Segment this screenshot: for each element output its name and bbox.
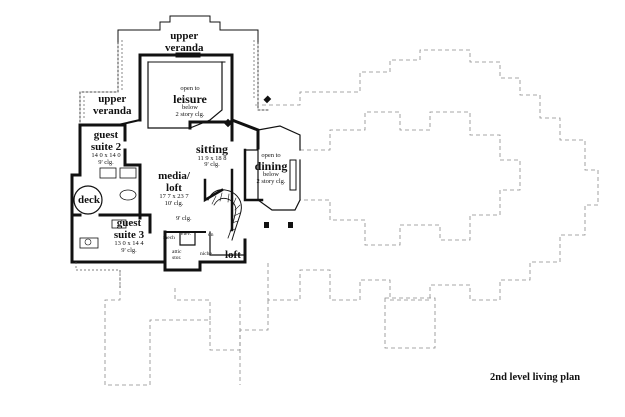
deck-label: deck (78, 194, 100, 207)
guest-suite-2-line1: guest (93, 129, 119, 141)
media-loft-line1: media/ (158, 170, 190, 182)
dining-note-top: open to (261, 152, 281, 159)
upper-veranda-left-line1: upper (98, 93, 127, 105)
dining-label: open to dining below 2 story clg. (252, 152, 290, 186)
upper-veranda-left-label: upper veranda (93, 93, 132, 117)
guest-suite-3-line1: guest (116, 217, 142, 229)
media-loft-label: media/ loft 17 7 x 23 7 10' clg. (152, 170, 196, 208)
upper-veranda-top-label: upper veranda (165, 30, 204, 54)
elev-label: elev. (181, 231, 192, 237)
media-loft-ceiling: 10' clg. (164, 199, 184, 207)
leisure-note2: 2 story clg. (175, 111, 205, 119)
upper-veranda-left-line2: veranda (93, 104, 132, 117)
plan-title: 2nd level living plan (490, 372, 581, 383)
upper-veranda-top-line2: veranda (165, 41, 204, 54)
veranda-railings (75, 40, 255, 290)
sitting-dims: 11 9 x 18 8 (197, 154, 227, 162)
guest-suite-3-label: guest suite 3 13 0 x 14 4 9' clg. (106, 217, 152, 255)
guest-suite-3-line2: suite 3 (113, 228, 145, 241)
deck-name: deck (78, 194, 100, 206)
upper-veranda-top-line1: upper (170, 30, 199, 42)
guest-suite-2-line2: suite 2 (90, 140, 122, 153)
attic-line1: attic (172, 249, 182, 255)
sitting-label: sitting 11 9 x 18 8 9' clg. (187, 143, 237, 169)
leisure-note1: below (182, 104, 198, 112)
leisure-label: open to leisure below 2 story clg. (160, 85, 220, 119)
attic-line2: stor. (172, 254, 182, 261)
dining-note1: below (263, 171, 279, 179)
media-loft-line2: loft (166, 181, 182, 194)
hall-ceiling-label: 9' clg. (176, 215, 192, 222)
dining-note2: 2 story clg. (256, 178, 286, 186)
guest-suite-3-ceiling: 9' clg. (121, 246, 137, 254)
niche-label: niche (200, 251, 212, 257)
lower-level-outline (104, 49, 599, 386)
sitting-name: sitting (195, 142, 228, 156)
guest-suite-2-label: guest suite 2 14 0 x 14 0 9' clg. (86, 129, 126, 167)
guest-suite-3-dims: 13 0 x 14 4 (114, 240, 144, 248)
dn-label: dn (208, 232, 214, 238)
leisure-name: leisure (173, 91, 207, 106)
dining-name: dining (254, 158, 288, 173)
media-loft-dims: 17 7 x 23 7 (159, 193, 189, 201)
attic-label: attic stor. (172, 249, 182, 262)
guest-suite-2-dims: 14 0 x 14 0 (91, 152, 121, 160)
mech-label: mech (163, 235, 175, 241)
guest-suite-2-ceiling: 9' clg. (98, 158, 114, 166)
leisure-note-top: open to (180, 85, 200, 92)
walls (70, 15, 301, 272)
loft-label: loft (225, 249, 241, 261)
sitting-ceiling: 9' clg. (204, 161, 220, 169)
